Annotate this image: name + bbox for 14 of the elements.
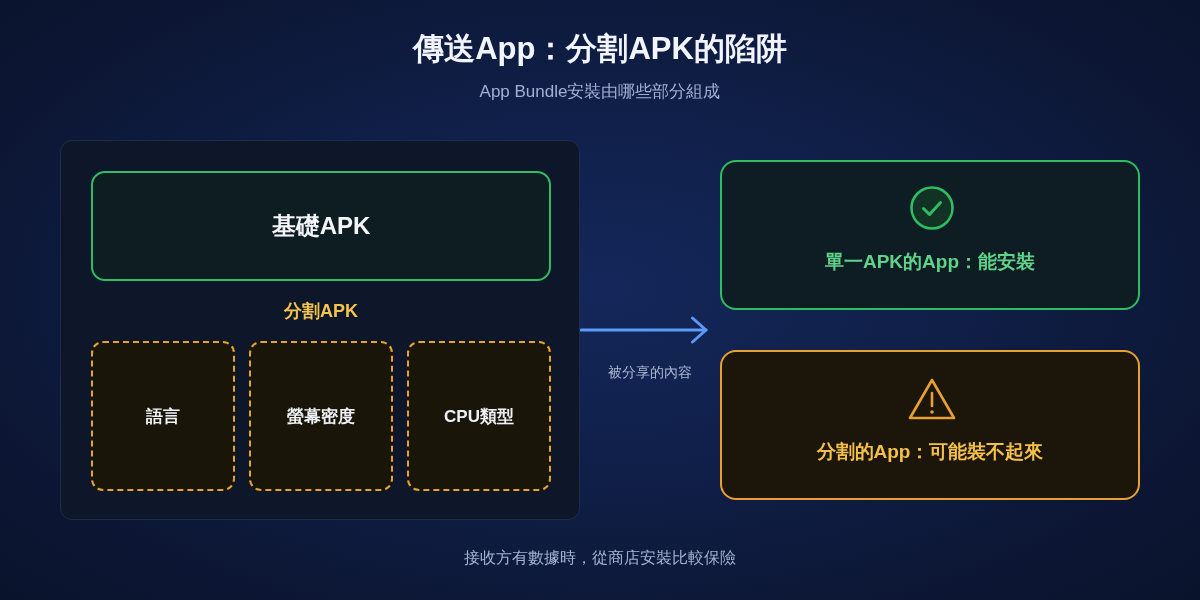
split-box: 語言: [91, 341, 235, 491]
split-box: CPU類型: [407, 341, 551, 491]
result-card: [720, 160, 1140, 310]
panel: [60, 140, 580, 520]
subtitle: App Bundle安裝由哪些部分組成: [479, 81, 721, 103]
title: 傳送App：分割APK的陷阱: [413, 30, 787, 68]
status-text: 分割的App：可能裝不起來: [816, 440, 1044, 464]
split-box: 螢幕密度: [249, 341, 393, 491]
edge-label: 被分享的內容: [607, 363, 692, 382]
status-text: 單一APK的App：能安裝: [824, 250, 1036, 274]
footnote: 接收方有數據時，從商店安裝比較保險: [464, 548, 736, 568]
apk-box: 基礎APK: [91, 171, 551, 281]
result-card: [720, 350, 1140, 500]
group-heading: 分割APK: [284, 300, 358, 322]
